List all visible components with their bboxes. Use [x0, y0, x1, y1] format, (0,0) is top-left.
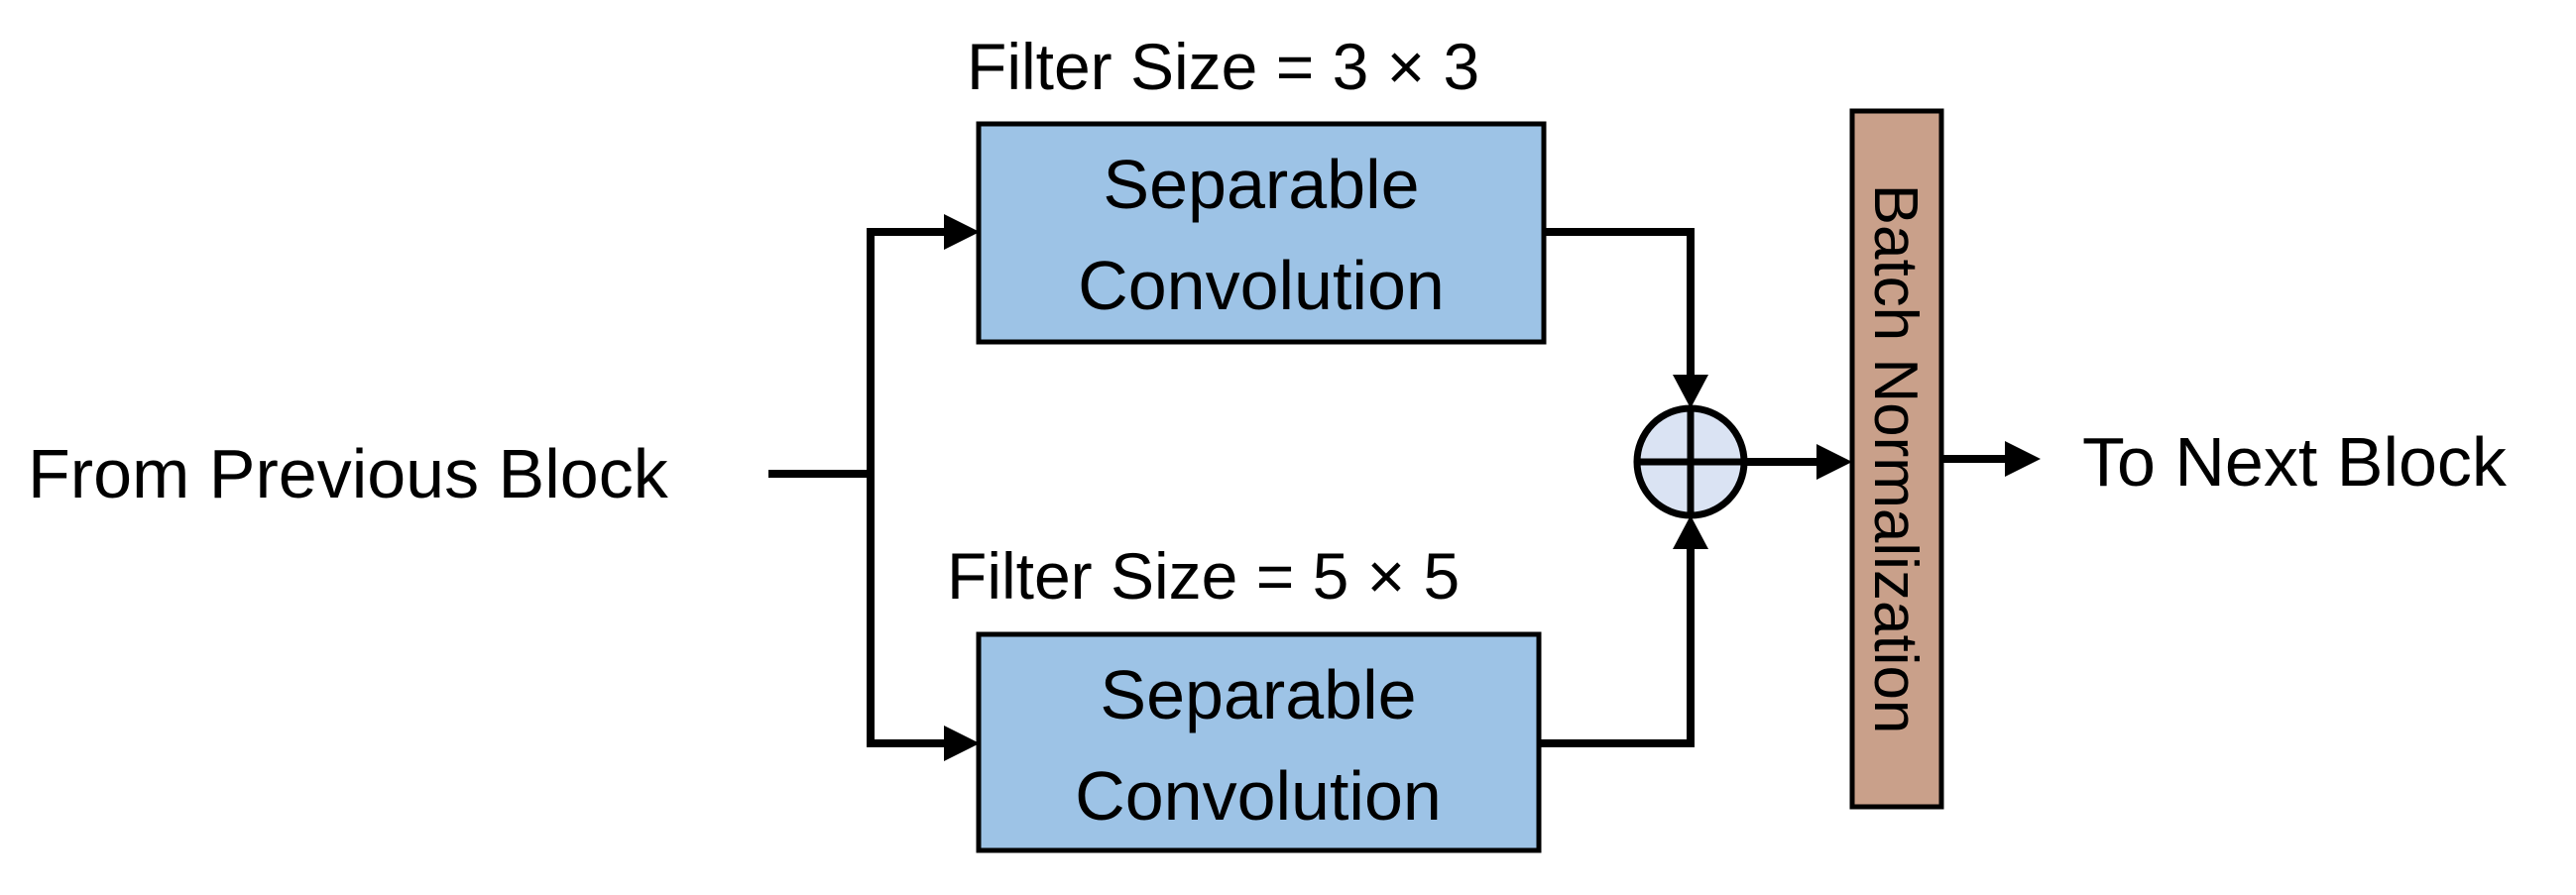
elementwise-add-icon — [1633, 404, 1748, 519]
conv-5x5-line2: Convolution — [1075, 757, 1442, 835]
conv-3x3-line2: Convolution — [1078, 247, 1445, 324]
arrow-adder-to-batchnorm — [1744, 444, 1852, 480]
filter-size-label-3x3: Filter Size = 3 × 3 — [967, 30, 1479, 103]
conv-5x5-line1: Separable — [1100, 656, 1416, 733]
arrow-conv-5x5-to-adder — [1539, 515, 1708, 747]
filter-size-label-5x5: Filter Size = 5 × 5 — [947, 539, 1460, 613]
batchnorm-box — [1849, 108, 1944, 810]
separable-conv-block-3x3: Separable Convolution — [976, 121, 1547, 345]
arrow-conv-3x3-to-adder — [1544, 228, 1708, 408]
batchnorm-label: Batch Normalization — [1861, 184, 1930, 734]
arrow-to-conv-3x3 — [867, 214, 980, 250]
arrow-to-conv-5x5 — [867, 726, 980, 761]
batch-normalization-block: Batch Normalization — [1849, 108, 1944, 810]
conv-3x3-line1: Separable — [1103, 146, 1419, 223]
separable-conv-block-5x5: Separable Convolution — [976, 631, 1542, 853]
input-label: From Previous Block — [28, 435, 669, 512]
conv-box-3x3 — [976, 121, 1547, 345]
conv-box-5x5 — [976, 631, 1542, 853]
arrow-batchnorm-to-output — [1941, 441, 2041, 477]
output-label: To Next Block — [2082, 423, 2508, 501]
input-connector — [768, 232, 875, 743]
